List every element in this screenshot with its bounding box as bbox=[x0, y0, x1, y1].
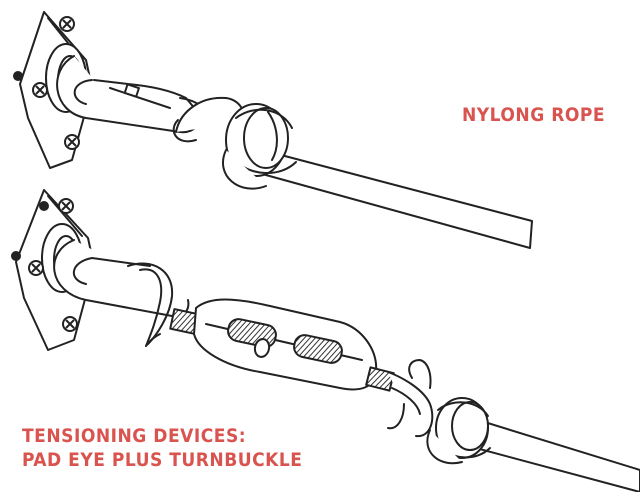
upper-rope bbox=[255, 150, 532, 248]
tensioning-label: TENSIONING DEVICES: PAD EYE PLUS TURNBUC… bbox=[22, 424, 303, 472]
rope-knot-bottom bbox=[427, 398, 490, 463]
tensioning-label-line1: TENSIONING DEVICES: bbox=[22, 424, 303, 448]
screw-icon bbox=[63, 317, 77, 331]
screw-icon bbox=[29, 261, 43, 275]
screw-icon bbox=[65, 135, 79, 149]
tensioning-label-line2: PAD EYE PLUS TURNBUCKLE bbox=[22, 448, 303, 472]
s-hook-right bbox=[388, 360, 432, 436]
rope-label: NYLONG ROPE bbox=[462, 103, 605, 127]
screw-icon bbox=[33, 83, 47, 97]
screw-icon bbox=[60, 17, 74, 31]
turnbuckle bbox=[170, 300, 394, 391]
screw-icon bbox=[59, 199, 73, 213]
